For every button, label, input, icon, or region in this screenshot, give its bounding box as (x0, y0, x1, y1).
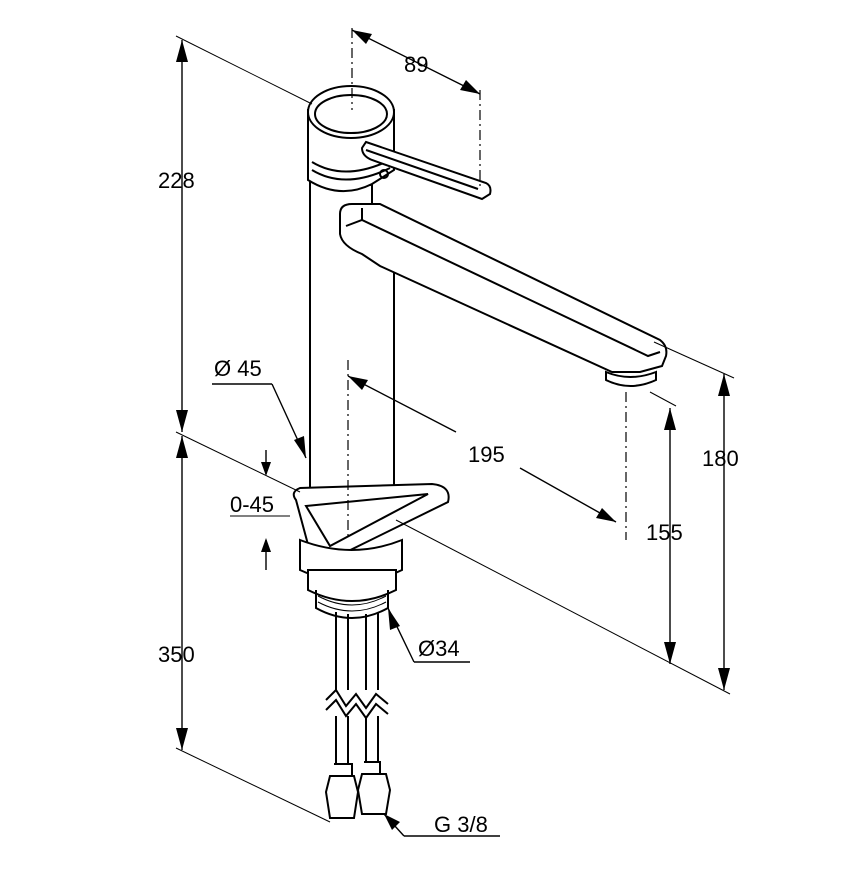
arrowhead (352, 30, 372, 44)
arrowhead (176, 40, 188, 62)
ext-bottom (175, 747, 331, 823)
dim-89-line (351, 29, 481, 95)
label-swivel-angle: 0-45 (230, 492, 274, 517)
label-total-height: 180 (702, 446, 739, 471)
thread-lines (317, 595, 387, 612)
arrowhead (294, 436, 306, 458)
hose-left-bottom (335, 716, 349, 764)
arrowhead (718, 668, 730, 690)
label-lower-length: 350 (158, 642, 195, 667)
arrowhead (718, 374, 730, 396)
dimension-lines (175, 28, 735, 837)
arrowhead (460, 80, 480, 94)
aerator-ext (649, 391, 677, 407)
thread (315, 590, 389, 619)
arrowhead (261, 538, 271, 552)
hose-right-bottom (365, 716, 379, 762)
arrowhead (596, 508, 616, 522)
dim-195-line-a (347, 375, 457, 433)
arrowhead (388, 608, 400, 630)
break-mark-2 (325, 698, 389, 720)
mounting-bracket (292, 482, 450, 619)
arrowhead (176, 410, 188, 432)
label-connection-thread: G 3/8 (434, 812, 488, 837)
spout-top-ext (653, 341, 735, 379)
label-shank-diameter: Ø34 (418, 636, 460, 661)
label-spout-clearance: 155 (646, 520, 683, 545)
arrowhead (664, 408, 676, 430)
arrowhead (664, 642, 676, 664)
label-spout-reach: 195 (468, 442, 505, 467)
lever-screw (379, 169, 389, 179)
arrowhead (261, 462, 271, 476)
arrowhead (176, 436, 188, 458)
arrowhead (348, 376, 368, 390)
mount-nut (307, 569, 397, 602)
hose-right-top (365, 612, 379, 690)
bracket-inner (304, 493, 429, 548)
label-upper-height: 228 (158, 168, 195, 193)
aerator (605, 370, 657, 387)
faucet-head-top-inner (314, 94, 388, 134)
faucet-head-top (307, 85, 395, 139)
ext-top (175, 35, 313, 105)
dimension-labels: 89 228 Ø 45 195 180 155 0-45 350 Ø34 G 3… (158, 52, 739, 837)
hose-nut-left (324, 775, 360, 819)
supply-hoses (324, 612, 392, 819)
lever-edge (365, 149, 479, 190)
spout-edge (345, 218, 661, 358)
deck-line (395, 519, 731, 695)
arrowhead (384, 814, 400, 830)
ext-deck (175, 431, 301, 493)
break-mark-1 (325, 688, 389, 710)
hose-nut-right (356, 773, 392, 815)
hose-ferrules (334, 761, 381, 776)
hose-left-top (335, 612, 349, 690)
arrowhead (176, 728, 188, 750)
label-lever-reach: 89 (404, 52, 428, 77)
label-base-diameter: Ø 45 (214, 356, 262, 381)
